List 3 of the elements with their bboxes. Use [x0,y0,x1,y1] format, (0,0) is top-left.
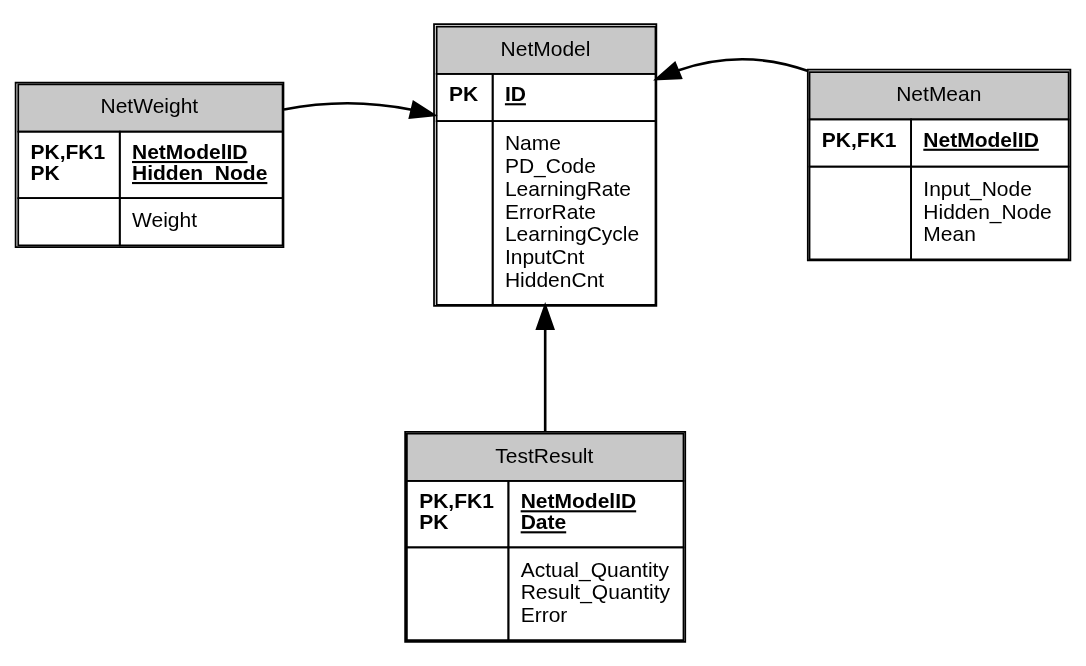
arrow [283,99,438,119]
arrow [535,302,555,432]
arrow [653,57,808,81]
